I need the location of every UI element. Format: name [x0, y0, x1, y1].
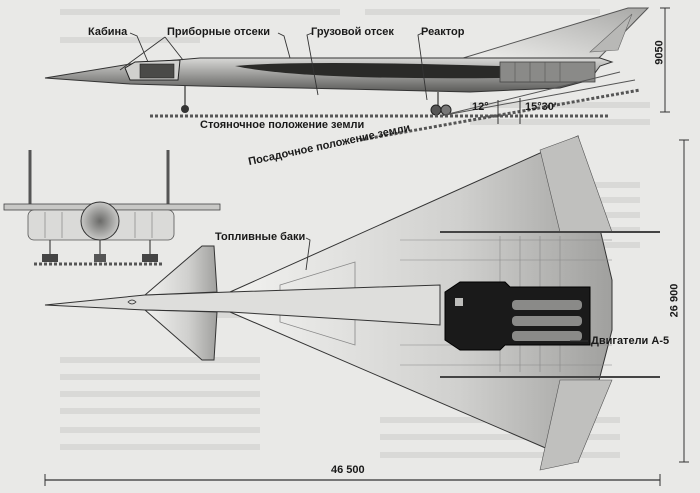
side-view — [44, 7, 670, 142]
label-fuel-tanks: Топливные баки — [215, 231, 306, 243]
label-reactor: Реактор — [421, 26, 465, 38]
side-engine — [499, 61, 596, 83]
canard-lower — [143, 309, 218, 361]
front-fuselage — [80, 201, 120, 241]
height-dimension: 9050 — [653, 40, 666, 65]
span-dimension: 26 900 — [668, 283, 681, 318]
front-view — [3, 150, 221, 266]
label-engines: Двигатели А-5 — [591, 335, 670, 347]
angle-label-12: 12° — [472, 101, 489, 113]
length-dimension: 46 500 — [331, 464, 365, 476]
nose-wheel — [181, 105, 189, 113]
main-wheel — [430, 104, 442, 116]
label-parking-ground: Стояночное положение земли — [200, 119, 365, 131]
engine-nozzles — [512, 300, 582, 341]
top-view — [44, 135, 689, 486]
label-cockpit: Кабина — [88, 26, 128, 38]
angle-label-15-30: 15°30' — [525, 101, 557, 113]
label-cargo-bay: Грузовой отсек — [311, 26, 394, 38]
canard-upper — [143, 245, 218, 296]
label-instrument-bays: Приборные отсеки — [167, 26, 271, 38]
landing-ground-line — [359, 88, 641, 142]
